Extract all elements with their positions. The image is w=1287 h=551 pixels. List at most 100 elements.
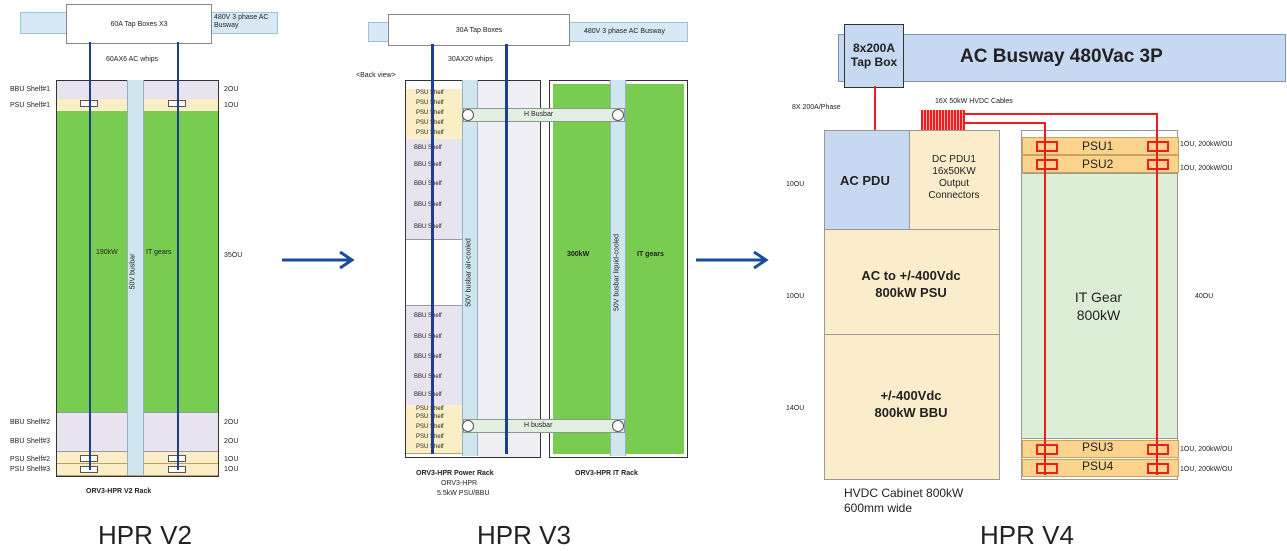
v4-dc-pdu-line4: Connectors xyxy=(928,190,980,201)
v4-ou-left-2: 10OU xyxy=(786,293,805,300)
v3-label-psu: PSU Shelf xyxy=(416,424,444,430)
v3-label-bbu: BBU Shelf xyxy=(414,162,442,168)
v3-label-psu: PSU Shelf xyxy=(416,434,444,440)
v3-busbar-liquid-label: 50V busbar liquid-cooled xyxy=(613,233,621,312)
v3-busbar-air-label: 50V busbar air-cooled xyxy=(465,238,473,307)
v4-psu-connector-icon xyxy=(1147,159,1169,170)
v4-hvdc-cables-label: 16X 50kW HVDC Cables xyxy=(935,98,1013,105)
v4-psu3-label: PSU3 xyxy=(1082,440,1114,454)
v2-bbu1-label: BBU Shelf#1 xyxy=(10,86,51,93)
v2-psu1-label: PSU Shelf#1 xyxy=(10,102,51,109)
v2-ou-psu3: 1OU xyxy=(224,466,239,473)
v3-psu-shelf xyxy=(406,443,466,454)
v4-psu-connector-icon xyxy=(1147,463,1169,474)
v3-label-bbu: BBU Shelf xyxy=(414,392,442,398)
v4-ac-pdu-label: AC PDU xyxy=(840,173,890,188)
v4-dc-pdu-line2: 16x50KW xyxy=(932,166,976,177)
v3-bbu-shelf xyxy=(406,217,466,240)
v4-it-label: IT Gear 800kW xyxy=(1021,288,1176,324)
v2-busbar-label: 50V busbar xyxy=(129,253,137,290)
v2-psu2-label: PSU Shelf#2 xyxy=(10,456,51,463)
v2-power-label: 190kW xyxy=(96,249,118,256)
v4-psu-connector-icon xyxy=(1036,141,1058,152)
v4-psu-unit-1 xyxy=(1022,137,1179,155)
v2-bbu3-label: BBU Shelf#3 xyxy=(10,438,51,445)
v3-it-rack-label: ORV3-HPR IT Rack xyxy=(575,470,638,477)
v4-ac-pdu xyxy=(825,131,910,230)
v4-bbu-block xyxy=(825,335,999,479)
v4-it-rack xyxy=(1021,130,1179,480)
v2-ou-psu1: 1OU xyxy=(224,102,239,109)
v4-dc-pdu-label: DC PDU1 16x50KW Output Connectors xyxy=(910,154,998,202)
v3-label-psu: PSU Shelf xyxy=(416,130,444,136)
v4-psu-unit-3 xyxy=(1022,440,1179,458)
v3-h-busbar-bottom-endcap xyxy=(612,420,624,432)
v4-cabinet-label-1: HVDC Cabinet 800kW xyxy=(844,486,964,500)
v4-hvdc-line-top xyxy=(965,122,1045,124)
v4-psu-block xyxy=(825,230,999,335)
v2-ou-bbu3: 2OU xyxy=(224,438,239,445)
v4-ac-feed-line xyxy=(874,86,876,132)
v3-label-bbu: BBU Shelf xyxy=(414,145,442,151)
v4-busway-label: AC Busway 480Vac 3P xyxy=(960,46,1163,67)
v2-tapbox: 60A Tap Boxes X3 xyxy=(66,4,212,44)
v2-ou-bbu2: 2OU xyxy=(224,419,239,426)
v2-it-label: IT gears xyxy=(146,249,172,256)
v3-back-view: <Back view> xyxy=(356,72,396,79)
v4-psu-line2: 800kW PSU xyxy=(875,284,947,300)
v4-psu-connector-icon xyxy=(1036,159,1058,170)
v2-whips-label: 60AX6 AC whips xyxy=(106,56,159,63)
v4-dc-pdu-line3: Output xyxy=(938,178,970,189)
v4-hvdc-cabinet xyxy=(824,130,1000,480)
arrow-v2-v3-icon xyxy=(282,250,355,270)
v3-busway-label: 480V 3 phase AC Busway xyxy=(584,28,665,35)
v2-tapbox-label: 60A Tap Boxes X3 xyxy=(110,20,168,28)
v3-power-rack-sub1: ORV3-HPR xyxy=(441,480,478,487)
v4-psu-ou-2: 1OU, 200kW/OU xyxy=(1180,165,1233,172)
v3-tapbox-label: 30A Tap Boxes xyxy=(455,26,503,34)
v3-whips-label: 30AX20 whips xyxy=(448,56,493,63)
v3-label-bbu: BBU Shelf xyxy=(414,181,442,187)
v4-phase-label: 8X 200A/Phase xyxy=(792,104,841,111)
v3-h-busbar-top-endcap xyxy=(462,109,474,121)
v4-bbu-line2: 800kW BBU xyxy=(874,404,948,420)
v4-psu-connector-icon xyxy=(1147,444,1169,455)
v2-ou-main: 35OU xyxy=(224,252,243,259)
v3-left-column xyxy=(406,81,466,457)
v4-bbu-line1: +/-400Vdc xyxy=(880,388,942,403)
v4-psu-unit-2 xyxy=(1022,155,1179,173)
v4-dc-line xyxy=(1156,130,1158,475)
v4-it-line2: 800kW xyxy=(1076,307,1121,324)
v3-label-psu: PSU Shelf xyxy=(416,406,444,412)
v3-label-bbu: BBU Shelf xyxy=(414,354,442,360)
v2-ou-psu2: 1OU xyxy=(224,456,239,463)
v3-h-busbar-top-endcap xyxy=(612,109,624,121)
v4-psu4-label: PSU4 xyxy=(1082,459,1114,473)
v3-label-psu: PSU Shelf xyxy=(416,120,444,126)
v4-ou-left-3: 14OU xyxy=(786,405,805,412)
v4-tapbox: 8x200A Tap Box xyxy=(844,24,904,88)
v3-it-label: IT gears xyxy=(637,251,664,258)
v4-psu-connector-icon xyxy=(1036,444,1058,455)
v2-psu3-label: PSU Shelf#3 xyxy=(10,466,51,473)
v4-ou-left-1: 10OU xyxy=(786,181,805,188)
v3-right-column xyxy=(478,81,540,457)
v3-label-psu: PSU Shelf xyxy=(416,90,444,96)
v4-psu-line1: AC to +/-400Vdc xyxy=(861,268,961,283)
v2-caption: HPR V2 xyxy=(98,520,192,550)
v3-label-bbu: BBU Shelf xyxy=(414,334,442,340)
v2-rack-label: ORV3-HPR V2 Rack xyxy=(86,488,152,495)
v4-cabinet-label-2: 600mm wide xyxy=(844,501,913,515)
v4-caption: HPR V4 xyxy=(980,520,1074,550)
v4-psu-ou-3: 1OU, 200kW/OU xyxy=(1180,446,1233,453)
v3-bbu-shelf xyxy=(406,305,466,329)
v4-psu2-label: PSU2 xyxy=(1082,157,1114,171)
v3-whip-line xyxy=(431,44,434,454)
v4-dc-line xyxy=(1044,130,1046,475)
v3-power-rack-sub2: 5.5kW PSU/BBU xyxy=(437,490,490,497)
v4-it-gear xyxy=(1022,173,1177,439)
v4-psu-connector-icon xyxy=(1147,141,1169,152)
v2-whip-line xyxy=(89,42,91,470)
v3-tapbox: 30A Tap Boxes xyxy=(388,14,570,46)
v4-hvdc-cable-bundle xyxy=(921,110,965,130)
